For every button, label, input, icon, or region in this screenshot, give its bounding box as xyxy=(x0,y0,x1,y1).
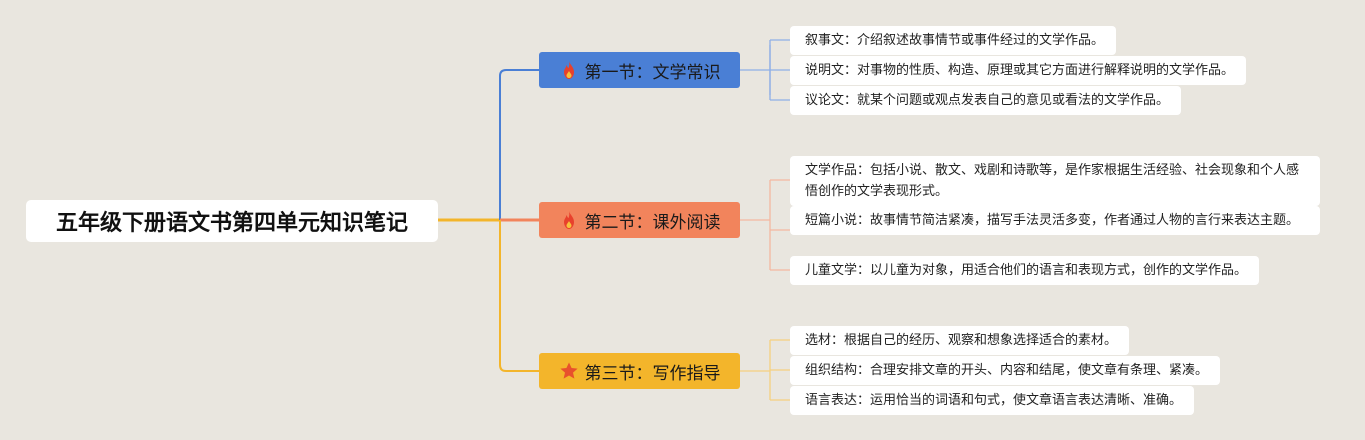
leaf-text: 选材：根据自己的经历、观察和想象选择适合的素材。 xyxy=(805,333,1118,348)
leaf-item-3-1[interactable]: 选材：根据自己的经历、观察和想象选择适合的素材。 xyxy=(790,326,1130,355)
leaf-text: 组织结构：合理安排文章的开头、内容和结尾，使文章有条理、紧凑。 xyxy=(805,363,1209,378)
branch-connector-3 xyxy=(499,220,539,372)
flame-icon xyxy=(559,210,579,230)
leaf-connectors-1 xyxy=(740,39,790,101)
root-title: 五年级下册语文书第四单元知识笔记 xyxy=(55,211,408,236)
section-title-2: 第二节：课外阅读 xyxy=(584,212,721,233)
root-node[interactable]: 五年级下册语文书第四单元知识笔记 xyxy=(26,200,438,242)
section-title-3: 第三节：写作指导 xyxy=(584,363,721,384)
leaf-item-1-3[interactable]: 议论文：就某个问题或观点发表自己的意见或看法的文学作品。 xyxy=(790,86,1182,115)
leaf-text: 说明文：对事物的性质、构造、原理或其它方面进行解释说明的文学作品。 xyxy=(805,63,1235,78)
leaf-text: 议论文：就某个问题或观点发表自己的意见或看法的文学作品。 xyxy=(805,93,1170,108)
leaf-item-1-2[interactable]: 说明文：对事物的性质、构造、原理或其它方面进行解释说明的文学作品。 xyxy=(790,56,1247,85)
leaf-item-3-2[interactable]: 组织结构：合理安排文章的开头、内容和结尾，使文章有条理、紧凑。 xyxy=(790,356,1221,385)
leaf-text: 语言表达：运用恰当的词语和句式，使文章语言表达清晰、准确。 xyxy=(805,393,1183,408)
section-node-3[interactable]: 第三节：写作指导 xyxy=(539,353,740,389)
leaf-connectors-3 xyxy=(740,339,790,401)
flame-icon xyxy=(559,60,579,80)
leaf-item-3-3[interactable]: 语言表达：运用恰当的词语和句式，使文章语言表达清晰、准确。 xyxy=(790,386,1195,415)
leaf-item-1-1[interactable]: 叙事文：介绍叙述故事情节或事件经过的文学作品。 xyxy=(790,26,1117,55)
leaf-text: 文学作品：包括小说、散文、戏剧和诗歌等，是作家根据生活经验、社会现象和个人感悟创… xyxy=(805,163,1300,199)
section-node-1[interactable]: 第一节：文学常识 xyxy=(539,52,740,88)
leaf-item-2-2[interactable]: 短篇小说：故事情节简洁紧凑，描写手法灵活多变，作者通过人物的言行来表达主题。 xyxy=(790,206,1320,235)
leaf-item-2-1[interactable]: 文学作品：包括小说、散文、戏剧和诗歌等，是作家根据生活经验、社会现象和个人感悟创… xyxy=(790,156,1320,206)
star-icon xyxy=(559,361,579,381)
branch-connector-1 xyxy=(499,69,539,220)
leaf-connectors-2 xyxy=(740,179,790,271)
section-title-1: 第一节：文学常识 xyxy=(584,62,721,83)
leaf-text: 短篇小说：故事情节简洁紧凑，描写手法灵活多变，作者通过人物的言行来表达主题。 xyxy=(805,213,1300,228)
leaf-text: 叙事文：介绍叙述故事情节或事件经过的文学作品。 xyxy=(805,33,1105,48)
leaf-text: 儿童文学：以儿童为对象，用适合他们的语言和表现方式，创作的文学作品。 xyxy=(805,263,1248,278)
section-node-2[interactable]: 第二节：课外阅读 xyxy=(539,202,740,238)
leaf-item-2-3[interactable]: 儿童文学：以儿童为对象，用适合他们的语言和表现方式，创作的文学作品。 xyxy=(790,256,1260,285)
